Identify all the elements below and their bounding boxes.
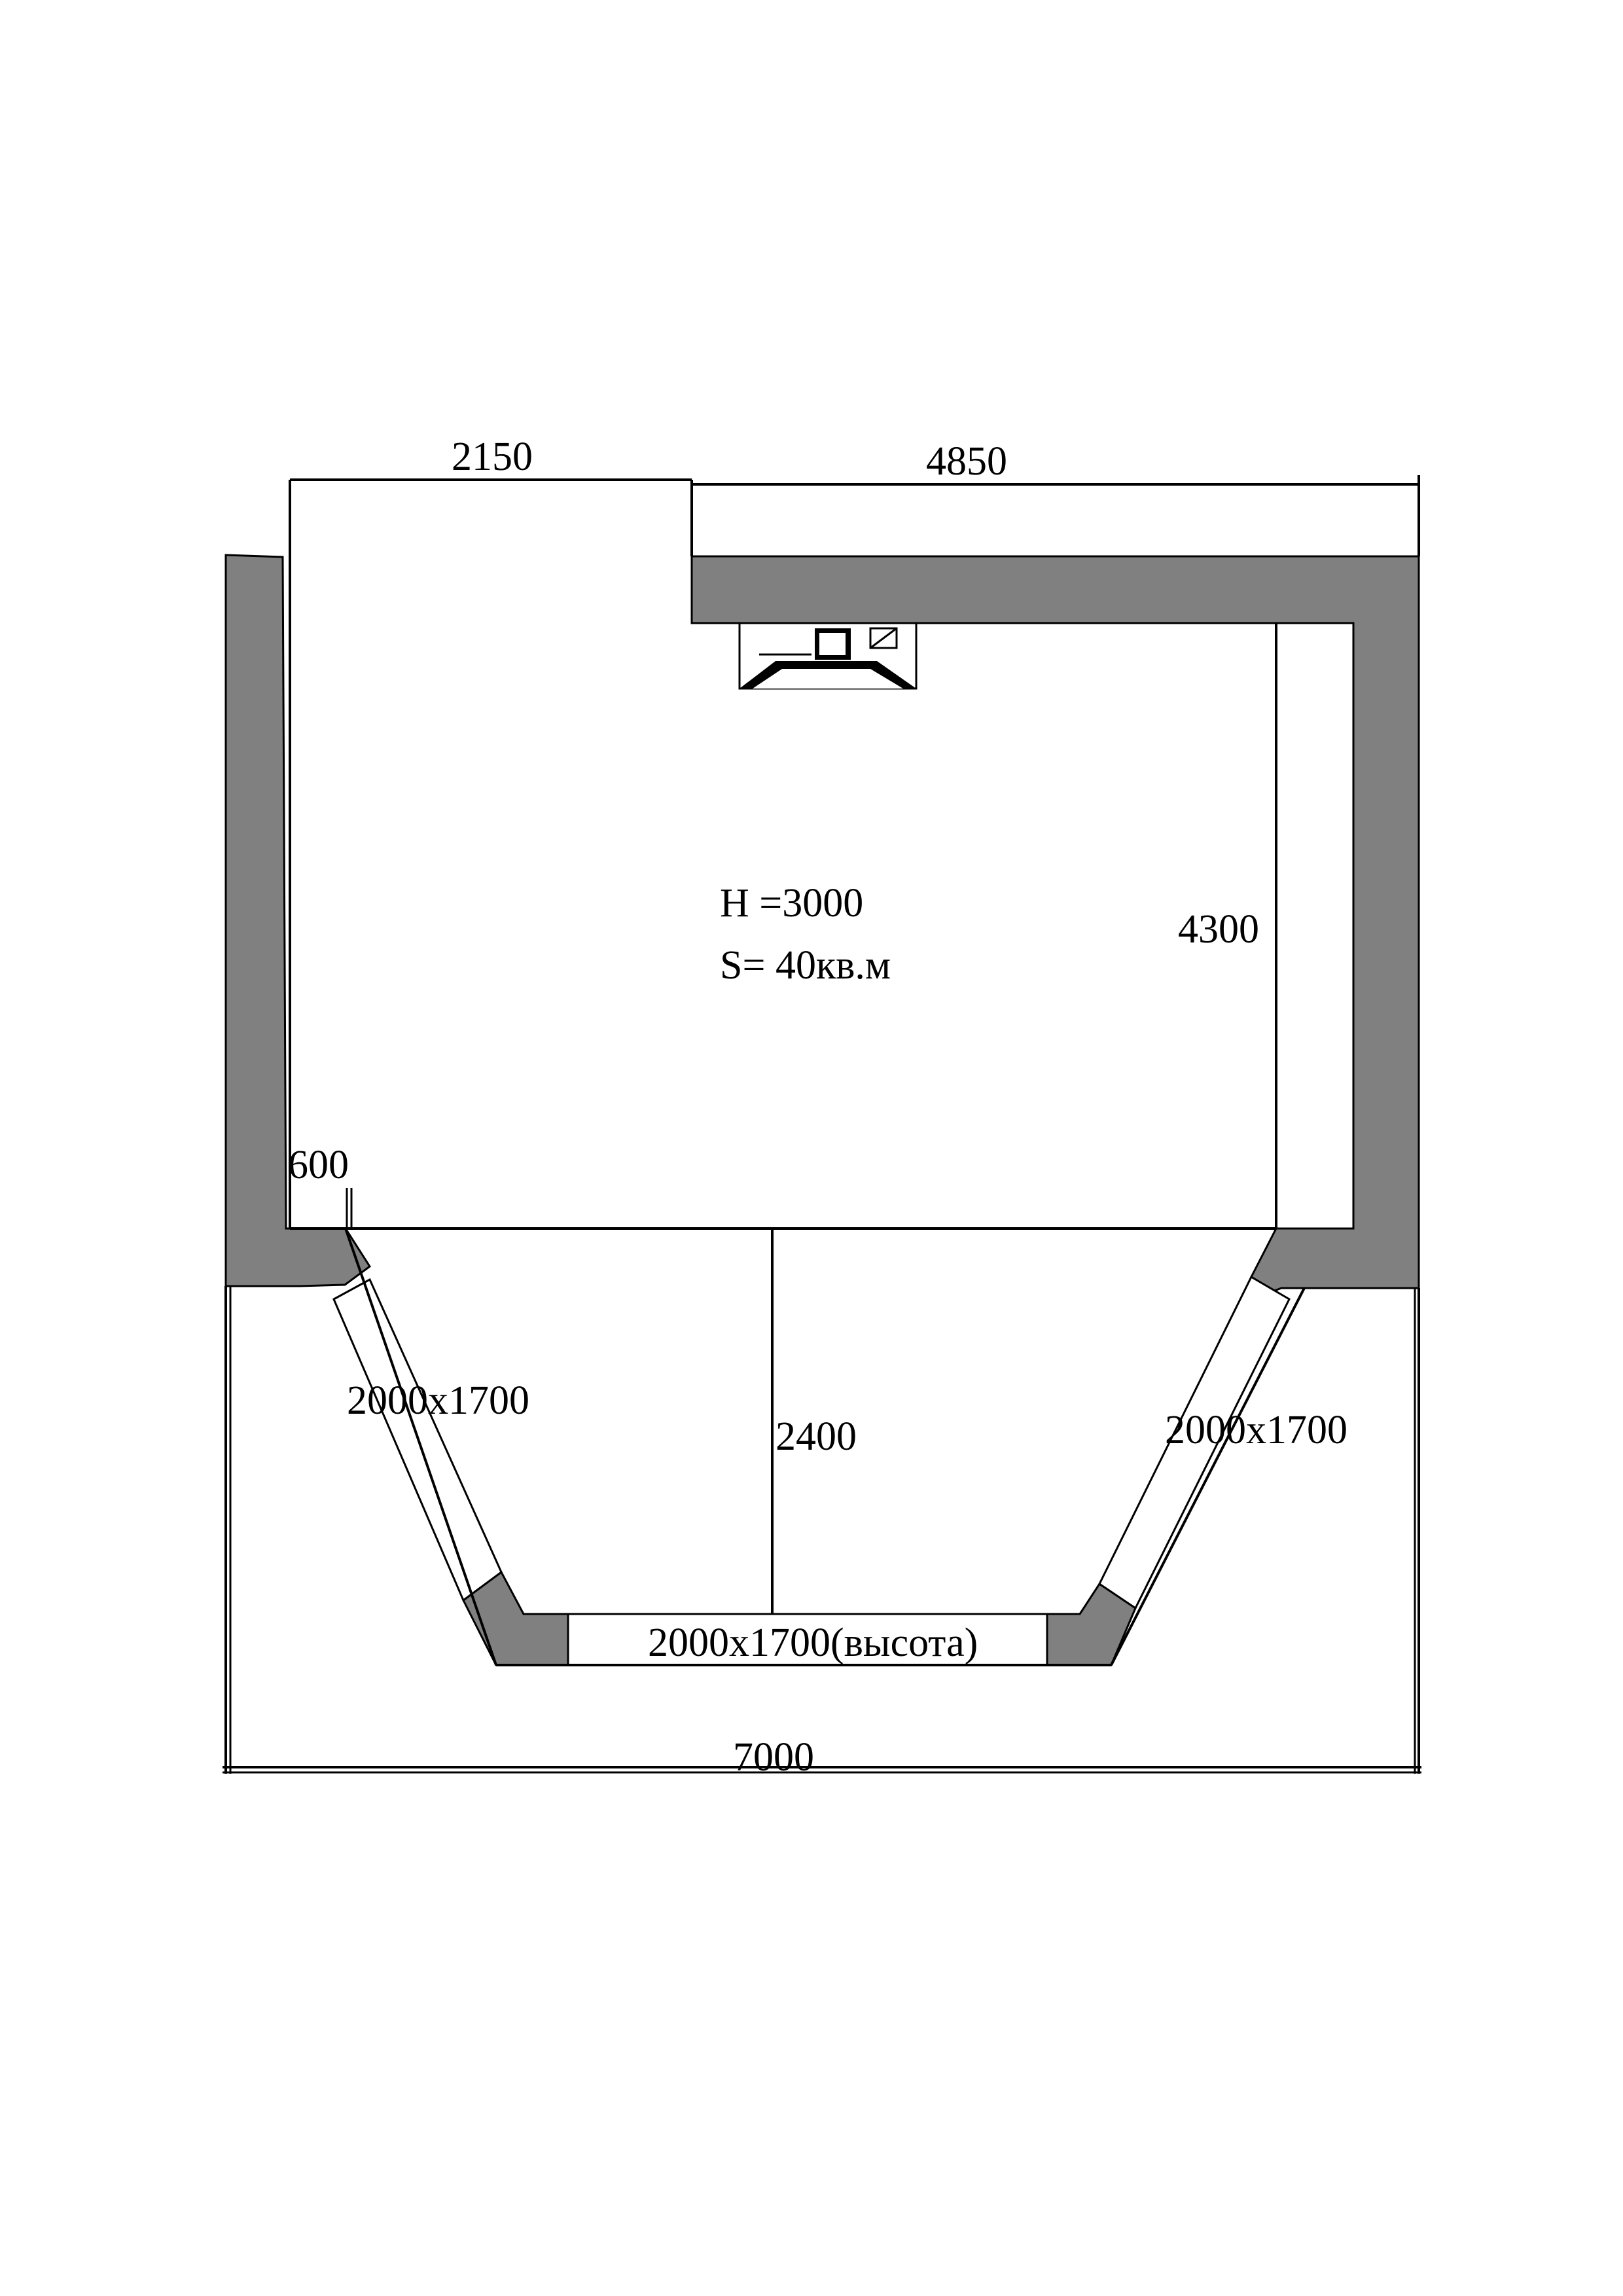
- dim-label-4850: 4850: [926, 439, 1007, 484]
- radiator-icon: [738, 622, 918, 690]
- top-dimension-lines: [289, 475, 1420, 556]
- dim-label-7000: 7000: [733, 1735, 814, 1780]
- labels: 2150 4850 H =3000 S= 40кв.м 4300 600 200…: [288, 435, 1347, 1780]
- room-area-label: S= 40кв.м: [720, 943, 891, 988]
- room-height-label: H =3000: [720, 881, 863, 925]
- room-outline: [289, 556, 1277, 1614]
- dim-label-600: 600: [288, 1143, 349, 1187]
- window-bottom: [567, 1613, 1048, 1666]
- dim-label-2150: 2150: [452, 435, 533, 479]
- window-right: [1098, 1275, 1291, 1610]
- walls: [224, 554, 1420, 1666]
- bay-right-outer: [1110, 1287, 1306, 1666]
- dim-label-2400: 2400: [776, 1414, 857, 1459]
- window-right-label: 2000x1700: [1165, 1408, 1347, 1452]
- window-bottom-label: 2000x1700(высота): [648, 1621, 978, 1665]
- window-left-label: 2000x1700: [347, 1378, 529, 1423]
- dim-label-4300: 4300: [1178, 907, 1259, 952]
- bay-outline: [344, 1228, 1306, 1666]
- bay-left-outer: [344, 1228, 497, 1666]
- bottom-dimension-frame: [223, 1286, 1421, 1774]
- wall-left: [224, 554, 372, 1287]
